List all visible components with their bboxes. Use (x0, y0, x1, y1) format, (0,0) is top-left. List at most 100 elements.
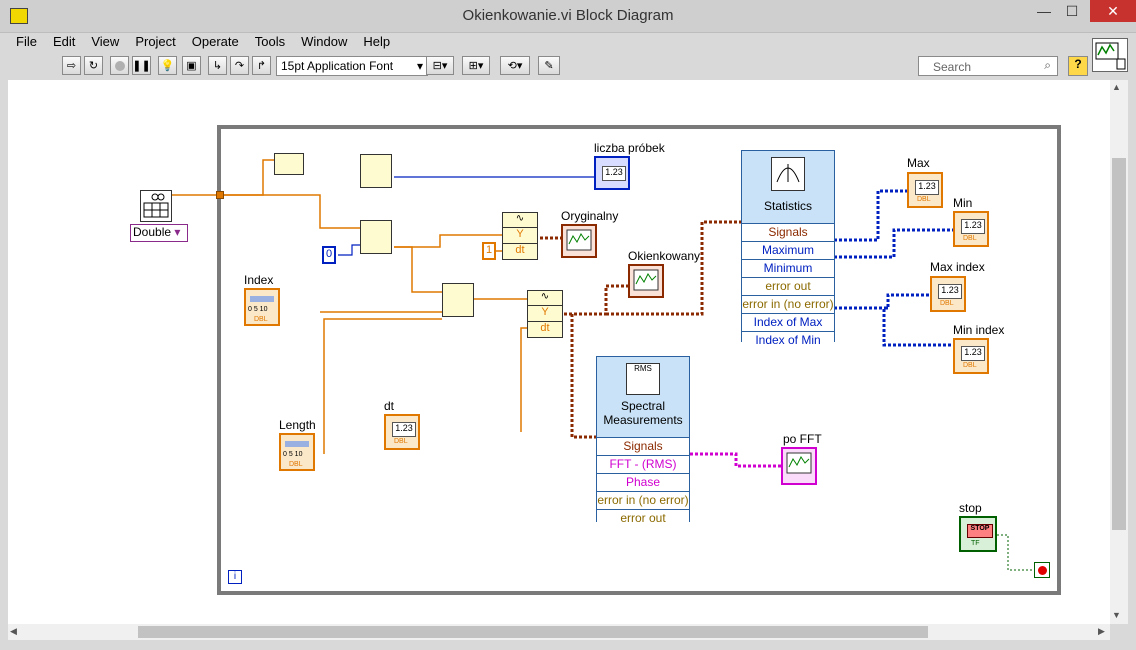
statistics-error-in-terminal[interactable]: error in (no error) (742, 295, 834, 313)
maximize-button[interactable]: ☐ (1065, 2, 1079, 19)
menu-operate[interactable]: Operate (191, 34, 239, 49)
oryginalny-graph-indicator[interactable] (561, 224, 597, 258)
array-subset-function[interactable] (360, 154, 392, 188)
statistics-express-vi[interactable]: Statistics Signals Maximum Minimum error… (741, 150, 835, 349)
reorder-icon[interactable]: ⟲▾ (500, 56, 530, 75)
stop-button-face: STOP (967, 524, 993, 538)
step-into-icon[interactable]: ↳ (208, 56, 227, 75)
label-dt: dt (384, 399, 395, 413)
label-index: Index (244, 273, 274, 287)
statistics-signals-terminal[interactable]: Signals (742, 223, 834, 241)
length-slider-control[interactable]: 0 5 10 DBL (279, 433, 315, 471)
statistics-title: Statistics (763, 199, 812, 213)
dbl-badge: DBL (289, 461, 303, 468)
spectral-phase-terminal[interactable]: Phase (597, 473, 689, 491)
run-arrow-icon[interactable]: ⇨ (62, 56, 81, 75)
statistics-maximum-terminal[interactable]: Maximum (742, 241, 834, 259)
align-objects-icon[interactable]: ⊟▾ (426, 56, 454, 75)
menu-tools[interactable]: Tools (254, 34, 286, 49)
liczba-probek-indicator[interactable]: 1.23 (594, 156, 630, 190)
statistics-index-of-min-terminal[interactable]: Index of Min (742, 331, 834, 349)
abort-icon[interactable] (110, 56, 129, 75)
label-okienkowany: Okienkowany (628, 249, 701, 263)
replace-subset-function[interactable] (442, 283, 474, 317)
close-button[interactable]: ✕ (1090, 0, 1136, 22)
highlight-execution-icon[interactable]: 💡 (158, 56, 177, 75)
dbl-badge: DBL (254, 316, 268, 323)
pause-icon[interactable]: ❚❚ (132, 56, 151, 75)
okienkowany-graph-indicator[interactable] (628, 264, 664, 298)
spectral-title-line1: Spectral (620, 399, 666, 413)
one-constant[interactable]: 1 (482, 242, 496, 260)
menu-help[interactable]: Help (363, 34, 391, 49)
label-po-fft: po FFT (783, 432, 822, 446)
numeric-display: 1.23 (392, 422, 416, 437)
split-array-function[interactable] (360, 220, 392, 254)
run-continuously-icon[interactable]: ↻ (84, 56, 103, 75)
menu-window[interactable]: Window (301, 34, 348, 49)
spectral-error-out-terminal[interactable]: error out (597, 509, 689, 527)
statistics-index-of-max-terminal[interactable]: Index of Max (742, 313, 834, 331)
search-icon: ⌕ (1044, 58, 1051, 72)
scroll-down-icon[interactable]: ▼ (1112, 610, 1121, 620)
clean-up-diagram-icon[interactable]: ✎ (538, 56, 560, 75)
step-out-icon[interactable]: ↱ (252, 56, 271, 75)
step-over-icon[interactable]: ↷ (230, 56, 249, 75)
label-max: Max (907, 156, 930, 170)
rms-icon-label: RMS (634, 364, 652, 373)
numeric-display: 1.23 (915, 180, 939, 195)
tf-badge: TF (971, 540, 980, 547)
search-input[interactable]: Search⌕ (918, 56, 1058, 76)
menu-file[interactable]: File (16, 34, 37, 49)
statistics-error-out-terminal[interactable]: error out (742, 277, 834, 295)
spectral-error-in-terminal[interactable]: error in (no error) (597, 491, 689, 509)
horizontal-scroll-thumb[interactable] (138, 626, 928, 638)
spectral-signals-terminal[interactable]: Signals (597, 437, 689, 455)
zero-constant[interactable]: 0 (322, 246, 336, 264)
type-selector[interactable]: Double ▾ (130, 224, 188, 242)
font-select[interactable]: 15pt Application Font▾ (276, 56, 428, 76)
statistics-icon (771, 157, 805, 191)
scroll-left-icon[interactable]: ◀ (10, 626, 17, 636)
waveform-dt-terminal: dt (540, 322, 550, 334)
toolbar: ⇨ ↻ ❚❚ 💡 ▣ ↳ ↷ ↱ 15pt Application Font▾ … (8, 52, 1088, 79)
spectral-fft-rms-terminal[interactable]: FFT - (RMS) (597, 455, 689, 473)
dbl-badge: DBL (963, 362, 977, 369)
scroll-right-icon[interactable]: ▶ (1098, 626, 1105, 636)
block-diagram-canvas[interactable]: Double ▾ 0 1 ∿ Y dt ∿ Y dt liczba próbek… (8, 80, 1110, 624)
stop-button-control[interactable]: STOP TF (959, 516, 997, 552)
menu-project[interactable]: Project (135, 34, 176, 49)
labview-app-icon (10, 8, 28, 24)
waveform-dt-terminal: dt (515, 244, 525, 256)
label-stop: stop (959, 501, 982, 515)
distribute-objects-icon[interactable]: ⊞▾ (462, 56, 490, 75)
slider-track (250, 296, 274, 302)
scroll-up-icon[interactable]: ▲ (1112, 82, 1121, 92)
array-constant-icon[interactable] (140, 190, 172, 222)
statistics-minimum-terminal[interactable]: Minimum (742, 259, 834, 277)
rms-icon: RMS (626, 363, 660, 395)
array-size-function[interactable] (274, 153, 304, 175)
vertical-scroll-thumb[interactable] (1112, 158, 1126, 530)
build-waveform-2[interactable]: ∿ Y dt (527, 290, 563, 338)
retain-wire-values-icon[interactable]: ▣ (182, 56, 201, 75)
label-length: Length (279, 418, 316, 432)
waveform-y-terminal: Y (503, 228, 537, 244)
numeric-display: 1.23 (961, 219, 985, 234)
po-fft-graph-indicator[interactable] (781, 447, 817, 485)
slider-ticks: 0 5 10 (283, 451, 303, 458)
minimize-button[interactable]: — (1037, 3, 1051, 19)
loop-condition-terminal[interactable] (1034, 562, 1050, 578)
build-waveform-1[interactable]: ∿ Y dt (502, 212, 538, 260)
menu-view[interactable]: View (91, 34, 120, 49)
type-selector-value: Double (133, 225, 172, 239)
context-help-button[interactable]: ? (1068, 56, 1088, 76)
menu-edit[interactable]: Edit (52, 34, 76, 49)
